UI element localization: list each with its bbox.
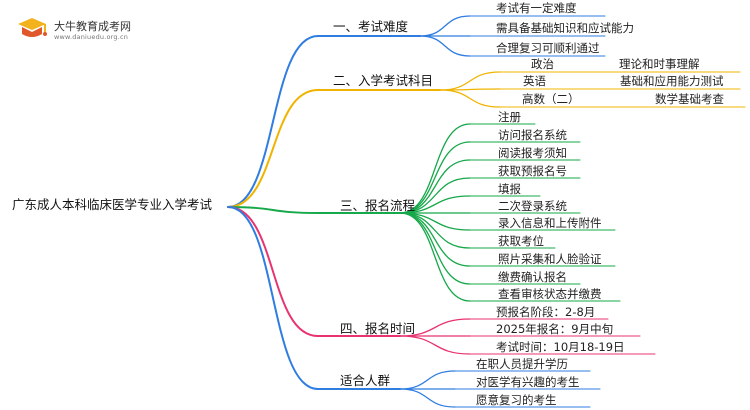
child-connector	[399, 141, 471, 214]
book-logo-icon	[18, 18, 47, 37]
audience-item: 对医学有兴趣的考生	[476, 375, 580, 389]
child-connector	[399, 159, 471, 214]
difficulty-item: 考试有一定难度	[496, 1, 577, 15]
subject-item: 高数（二）	[522, 92, 580, 106]
subject-detail: 基础和应用能力测试	[620, 74, 724, 88]
child-connector	[399, 370, 456, 390]
process-step: 查看审核状态并缴费	[498, 287, 602, 301]
root-connector	[227, 35, 319, 208]
child-connector	[399, 212, 471, 302]
difficulty-item: 合理复习可顺利通过	[496, 41, 600, 55]
child-connector	[399, 123, 471, 214]
time-item: 2025年报名：9月中旬	[496, 322, 614, 336]
process-step: 获取考位	[498, 234, 544, 248]
child-connector	[399, 212, 471, 285]
subject-detail: 数学基础考查	[655, 92, 724, 106]
site-logo-url: www.daniuedu.org.cn	[54, 33, 129, 41]
process-step: 填报	[498, 182, 521, 196]
time-item: 预报名阶段：2-8月	[496, 305, 596, 319]
subject-item: 政治	[531, 57, 554, 71]
process-step: 照片采集和人脸验证	[498, 252, 602, 266]
process-step: 阅读报考须知	[498, 146, 567, 160]
subject-detail: 理论和时事理解	[619, 57, 700, 71]
child-connector	[439, 71, 501, 91]
root-connector	[227, 206, 319, 337]
child-connector	[399, 177, 471, 214]
root-connector	[227, 206, 319, 214]
site-logo: 大牛教育成考网 www.daniuedu.org.cn	[14, 12, 134, 46]
process-step: 获取预报名号	[498, 164, 567, 178]
child-connector	[399, 388, 456, 408]
process-step: 访问报名系统	[498, 128, 567, 142]
root-connector	[227, 206, 319, 390]
child-connector	[399, 335, 471, 355]
audience-item: 在职人员提升学历	[476, 357, 568, 371]
difficulty-item: 需具备基础知识和应试能力	[496, 21, 634, 35]
branch-subjects: 二、入学考试科目	[333, 73, 434, 88]
child-connector	[419, 35, 471, 57]
subject-item: 英语	[523, 74, 546, 88]
branch-registration-process: 三、报名流程	[340, 198, 416, 213]
audience-item: 愿意复习的考生	[476, 393, 557, 407]
process-step: 录入信息和上传附件	[498, 216, 602, 230]
site-logo-title: 大牛教育成考网	[54, 20, 131, 33]
branch-difficulty: 一、考试难度	[333, 19, 409, 34]
root-connector	[227, 89, 319, 208]
child-connector	[439, 89, 501, 108]
child-connector	[419, 15, 471, 37]
branch-registration-time: 四、报名时间	[340, 321, 416, 336]
process-step: 二次登录系统	[498, 199, 567, 213]
root-topic: 广东成人本科临床医学专业入学考试	[12, 197, 213, 212]
child-connector	[399, 212, 471, 249]
process-step: 缴费确认报名	[498, 270, 567, 284]
time-item: 考试时间：10月18-19日	[496, 340, 625, 354]
branch-target-audience: 适合人群	[340, 373, 391, 388]
process-step: 注册	[498, 110, 521, 124]
